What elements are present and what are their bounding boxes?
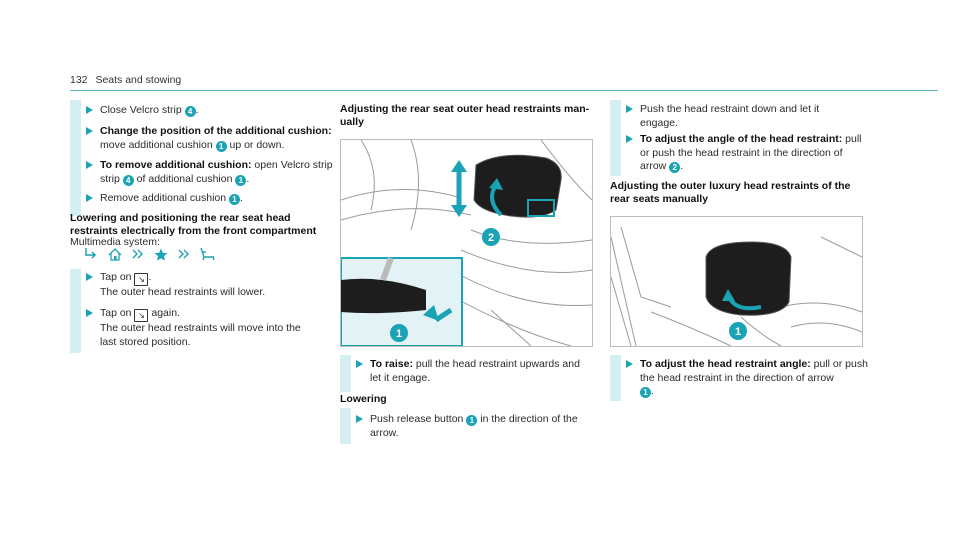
section-heading-lowering: Lowering and positioning the rear seat h… <box>70 212 317 237</box>
arrow-right-icon <box>86 194 93 202</box>
double-chevron-icon <box>178 249 189 259</box>
arrow-right-icon <box>86 273 93 281</box>
multimedia-label: Multimedia system: <box>70 236 160 248</box>
step-bar <box>610 355 621 401</box>
step-remove-additional: Remove additional cushion 1. <box>86 192 243 206</box>
car-seat-icon <box>200 247 215 261</box>
figure-illustration: 2 1 <box>341 140 592 346</box>
badge-1: 1 <box>229 194 240 205</box>
step-heading: To adjust the head restraint angle: <box>640 358 811 370</box>
badge-2: 2 <box>669 162 681 173</box>
step-push-down: Push the head restraint down and let it … <box>626 103 819 130</box>
figure-outer-head-restraint: 2 1 <box>340 139 593 347</box>
head-restraint-key-icon[interactable]: ↘ <box>134 273 149 286</box>
step-bar <box>70 269 81 305</box>
page-number: 132 <box>70 74 88 86</box>
step-tap-lower: Tap on ↘. The outer head restraints will… <box>86 271 265 300</box>
return-arrow-icon <box>85 248 97 259</box>
step-bar <box>340 408 351 444</box>
badge-4: 4 <box>184 106 196 117</box>
home-icon <box>108 247 122 261</box>
step-heading: To adjust the angle of the head restrain… <box>640 133 843 145</box>
step-bar <box>70 100 81 122</box>
step-bar <box>70 305 81 353</box>
badge-1: 1 <box>215 140 227 152</box>
figure-badge-1: 1 <box>396 328 402 340</box>
badge-4: 4 <box>122 174 134 186</box>
step-to-raise: To raise: pull the head restraint upward… <box>356 358 580 385</box>
step-adjust-angle: To adjust the angle of the head restrain… <box>626 133 862 174</box>
arrow-right-icon <box>356 360 363 368</box>
arrow-right-icon <box>626 360 633 368</box>
arrow-right-icon <box>86 161 93 169</box>
figure-badge-2: 2 <box>488 232 494 244</box>
section-title: Seats and stowing <box>95 74 182 86</box>
arrow-right-icon <box>86 127 93 135</box>
badge-1: 1 <box>466 415 478 426</box>
page-header: 132 Seats and stowing <box>70 74 181 86</box>
step-tap-again: Tap on ↘ again. The outer head restraint… <box>86 307 301 349</box>
header-rule <box>70 90 938 91</box>
figure-badge-1: 1 <box>735 326 741 338</box>
menu-path <box>84 247 216 261</box>
step-bar <box>610 100 621 132</box>
double-chevron-icon <box>132 249 143 259</box>
figure-luxury-head-restraint: 1 <box>610 216 863 347</box>
badge-1: 1 <box>235 174 247 186</box>
step-change-position: Change the position of the additional cu… <box>86 125 332 152</box>
badge-1: 1 <box>640 387 651 398</box>
figure-illustration: 1 <box>611 226 862 346</box>
head-restraint-key-icon[interactable]: ↘ <box>134 309 149 322</box>
section-heading-luxury: Adjusting the outer luxury head restrain… <box>610 180 851 205</box>
section-heading-manual: Adjusting the rear seat outer head restr… <box>340 103 590 128</box>
arrow-right-icon <box>626 105 633 113</box>
step-bar <box>70 158 81 195</box>
step-push-release: Push release button 1 in the direction o… <box>356 413 578 440</box>
step-bar <box>610 130 621 176</box>
arrow-right-icon <box>356 415 363 423</box>
step-remove-cushion: To remove additional cushion: open Velcr… <box>86 159 333 186</box>
step-bar <box>340 355 351 392</box>
step-adjust-head-angle: To adjust the head restraint angle: pull… <box>626 358 868 399</box>
step-bar <box>70 194 81 216</box>
star-icon <box>154 248 168 261</box>
step-heading: To raise: <box>370 358 413 370</box>
step-heading: Change the position of the additional cu… <box>100 125 332 137</box>
arrow-right-icon <box>86 309 93 317</box>
step-bar <box>70 121 81 158</box>
step-remove-cushion-line2: x <box>100 172 105 186</box>
section-heading-lowering-manual: Lowering <box>340 393 387 405</box>
arrow-right-icon <box>626 135 633 143</box>
step-close-velcro: Close Velcro strip 4. <box>86 104 199 118</box>
step-heading: To remove additional cushion: <box>100 159 252 171</box>
arrow-right-icon <box>86 106 93 114</box>
